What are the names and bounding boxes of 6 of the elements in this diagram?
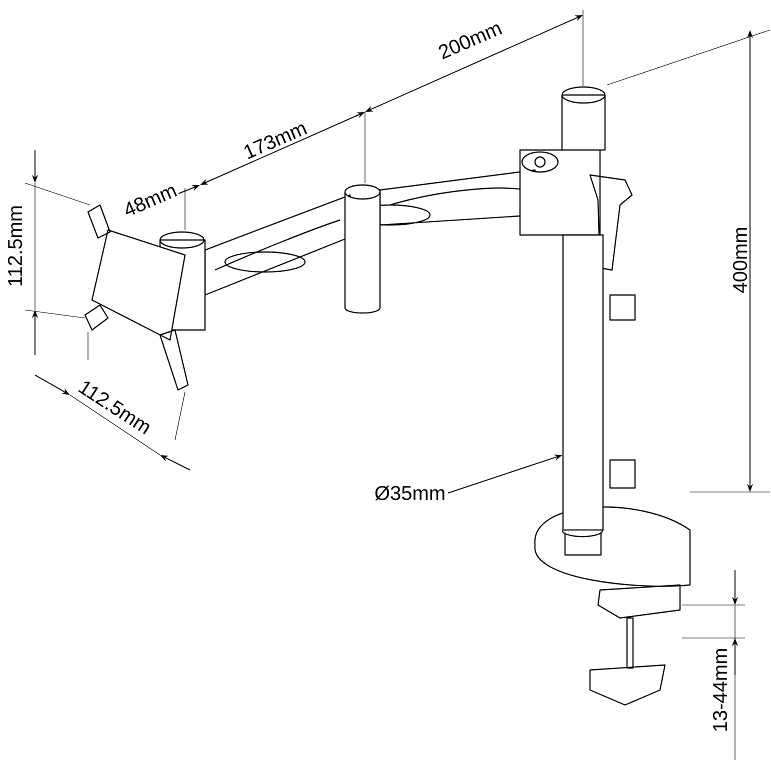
dimension-label: 400mm — [732, 226, 748, 294]
dimension-label: 48mm — [120, 181, 180, 219]
pole — [562, 234, 604, 538]
dimension-label: 112.5mm — [6, 204, 24, 288]
callout-label: Ø35mm — [375, 486, 444, 500]
dimension-label: 13-44mm — [712, 646, 728, 734]
